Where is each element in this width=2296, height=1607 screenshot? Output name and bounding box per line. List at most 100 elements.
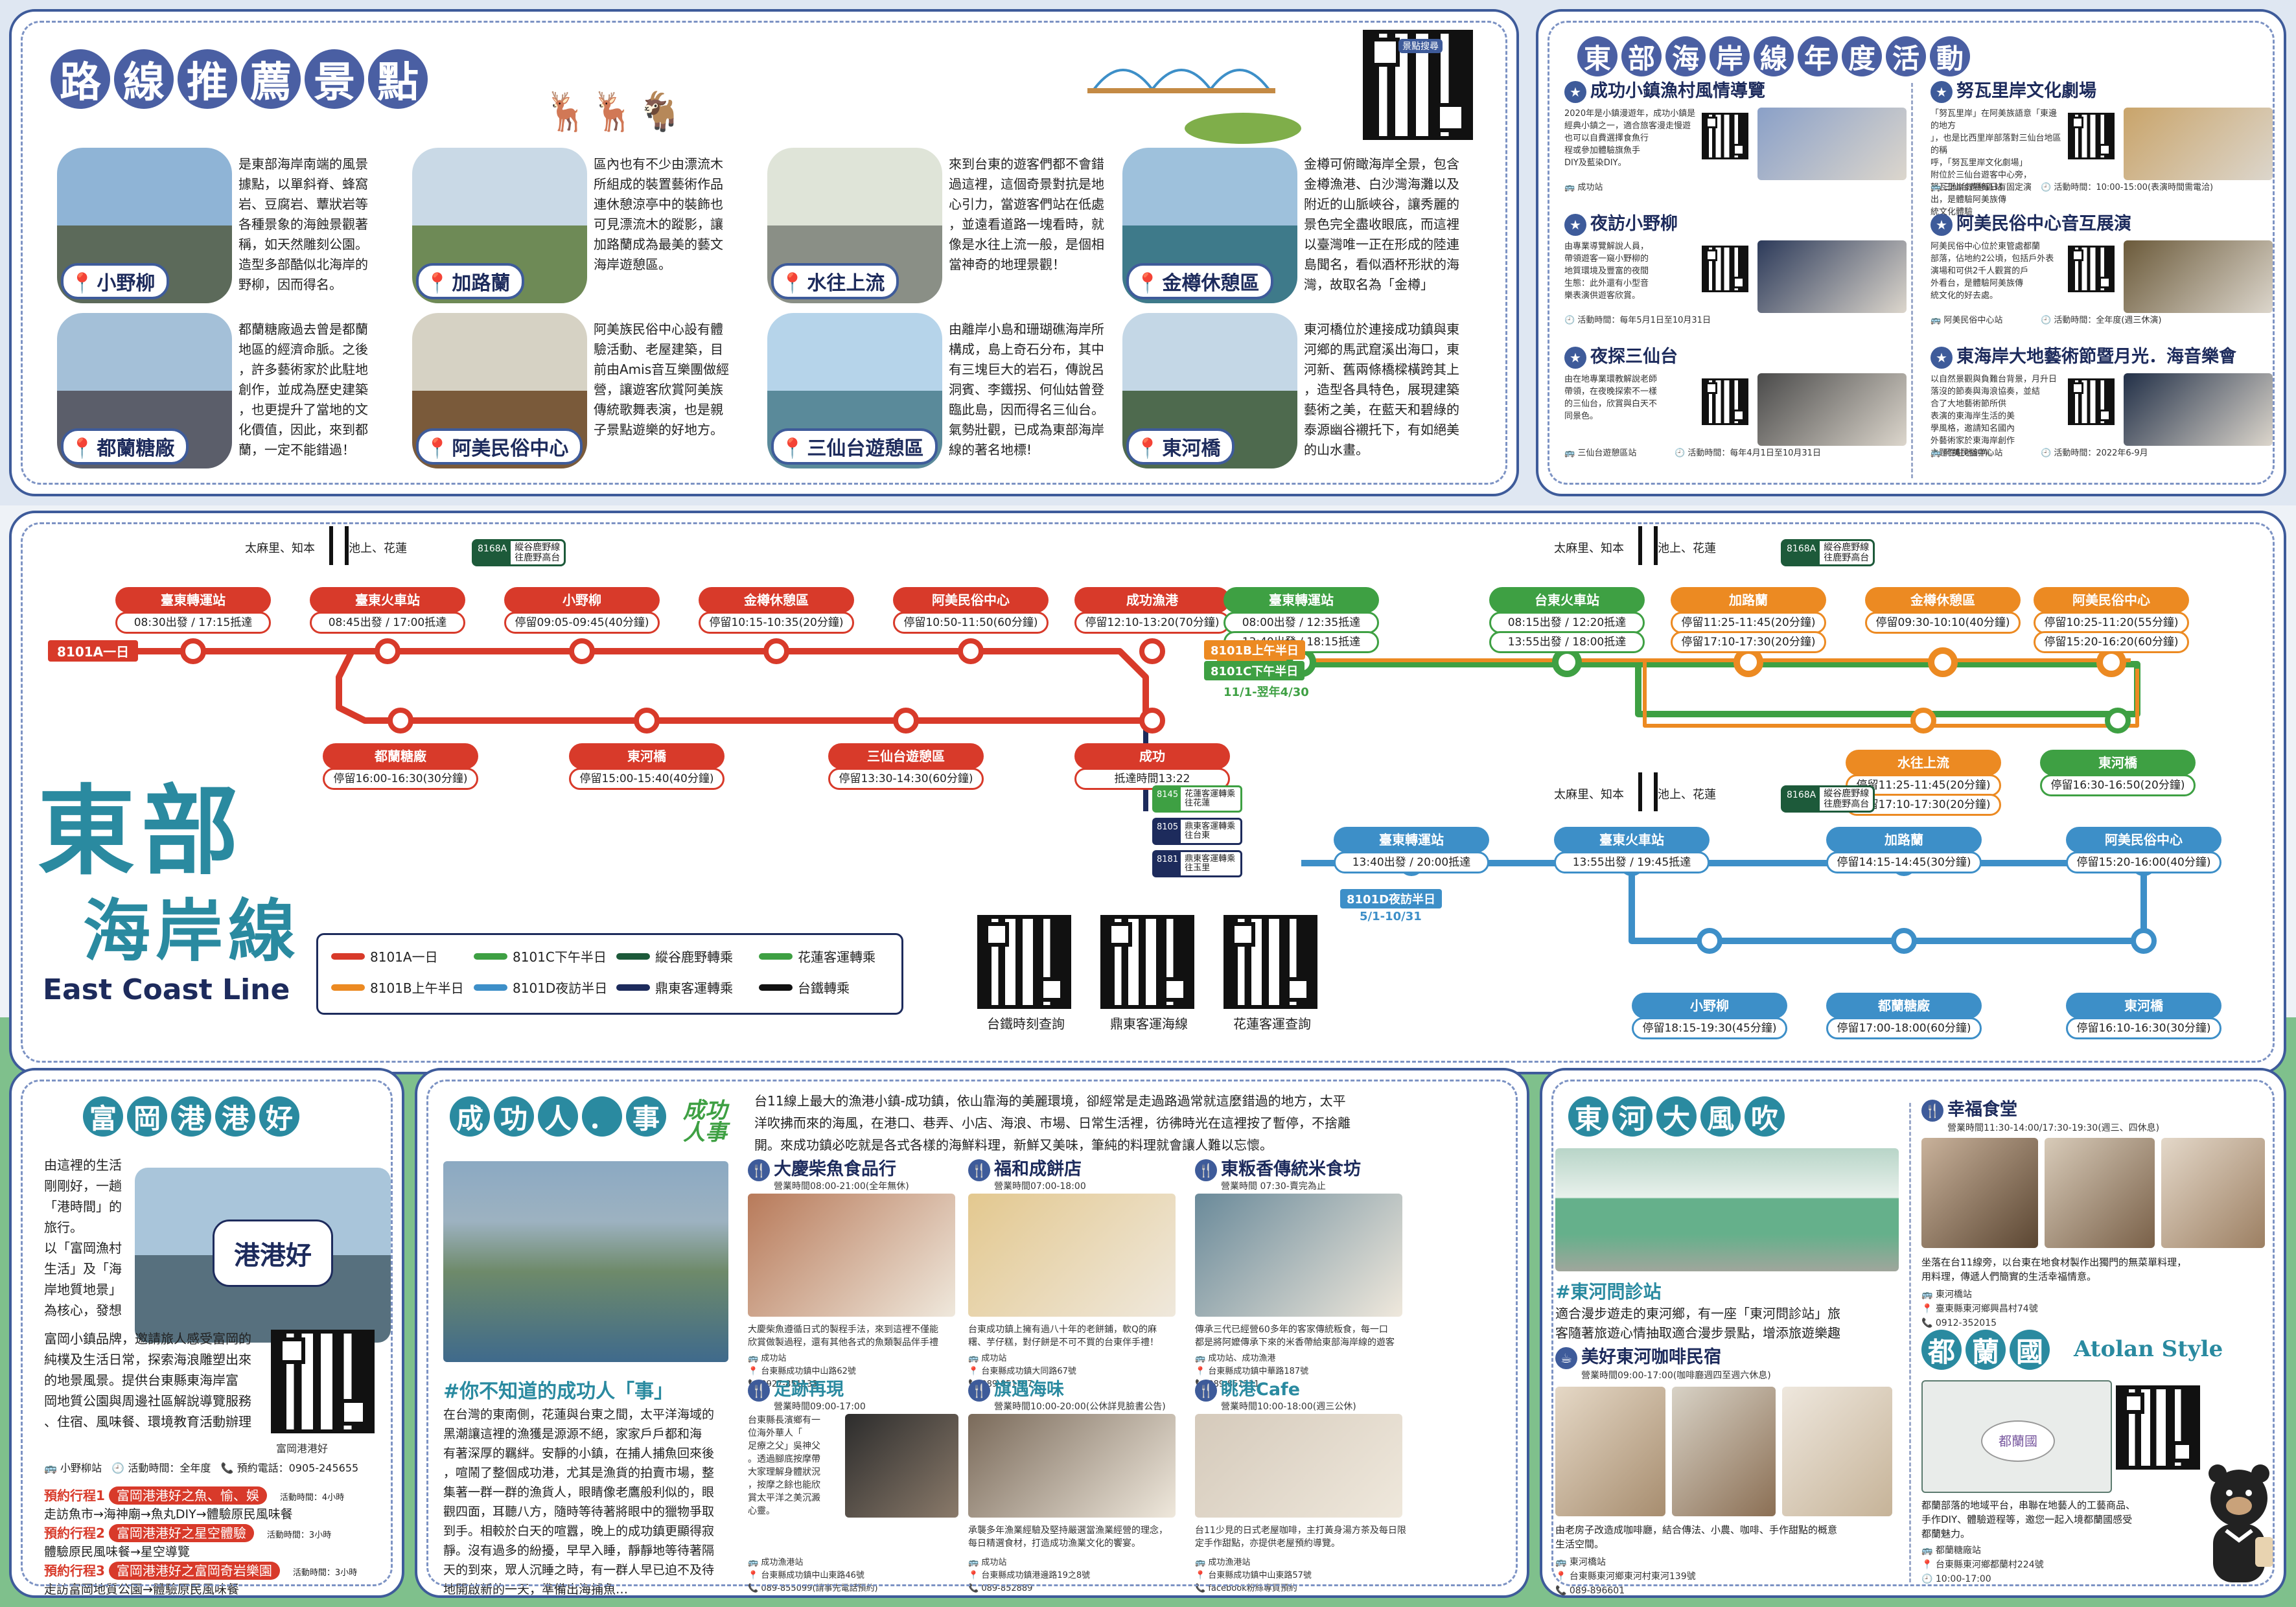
event-title[interactable]: ★夜訪小野柳 — [1564, 209, 1678, 236]
station-label[interactable]: 臺東轉運站 — [1223, 587, 1379, 613]
spot-photo[interactable]: 📍加路蘭 — [412, 148, 587, 303]
event-qr-code[interactable] — [1702, 113, 1748, 159]
station-label[interactable]: 小野柳 — [504, 587, 660, 613]
spot-name-tag[interactable]: 📍都蘭糖廠 — [61, 428, 189, 465]
spot-photo[interactable]: 📍東河橋 — [1122, 313, 1297, 468]
spots-qr-label: 景點搜尋 — [1398, 39, 1443, 53]
station-dot[interactable] — [569, 638, 595, 664]
station-label[interactable]: 阿美民俗中心 — [893, 587, 1049, 613]
spot-name-tag[interactable]: 📍金樽休憩區 — [1126, 263, 1274, 299]
station-label[interactable]: 金樽休憩區 — [699, 587, 854, 613]
station-dot[interactable] — [1891, 928, 1917, 954]
event-title[interactable]: ★東海岸大地藝術節暨月光．海音樂會 — [1931, 342, 2236, 369]
station-dot[interactable] — [375, 638, 400, 664]
station-label[interactable]: 阿美民俗中心 — [2034, 587, 2189, 613]
station-label[interactable]: 東河橋 — [2066, 993, 2221, 1019]
station-label[interactable]: 臺東火車站 — [310, 587, 465, 613]
station-label[interactable]: 水往上流 — [1846, 750, 2001, 776]
shop-title[interactable]: 🍴福和成餅店 — [968, 1155, 1082, 1181]
station-dot[interactable] — [2096, 647, 2126, 677]
station-dot[interactable] — [1697, 928, 1722, 954]
spot-photo[interactable]: 📍水往上流 — [767, 148, 942, 303]
station-dot[interactable] — [388, 708, 413, 734]
spot-photo[interactable]: 📍金樽休憩區 — [1122, 148, 1297, 303]
station-label[interactable]: 都蘭糖廠 — [323, 743, 478, 769]
station-label[interactable]: 加路蘭 — [1671, 587, 1826, 613]
station-dot[interactable] — [180, 638, 206, 664]
spot-name-tag[interactable]: 📍水往上流 — [771, 263, 899, 299]
spot-photo[interactable]: 📍阿美民俗中心 — [412, 313, 587, 468]
station-dot[interactable] — [634, 708, 660, 734]
atolan-qr-code[interactable] — [2116, 1385, 2200, 1470]
shop-title[interactable]: 🍴旗遇海味 — [968, 1375, 1064, 1402]
station-dot[interactable] — [1928, 647, 1958, 677]
station-label[interactable]: 三仙台遊憩區 — [828, 743, 984, 769]
station-dot[interactable] — [1910, 708, 1936, 734]
legend-swatch-icon — [616, 984, 650, 991]
spot-name-tag[interactable]: 📍加路蘭 — [416, 263, 525, 299]
station-label[interactable]: 臺東火車站 — [1554, 827, 1710, 853]
spot-name-tag[interactable]: 📍三仙台遊憩區 — [771, 428, 938, 465]
spot-photo[interactable]: 📍小野柳 — [57, 148, 232, 303]
transit-qr-code[interactable] — [1223, 915, 1317, 1009]
spot-name-tag[interactable]: 📍東河橋 — [1126, 428, 1235, 465]
station-label[interactable]: 金樽休憩區 — [1865, 587, 2021, 613]
event-title[interactable]: ★努瓦里岸文化劇場 — [1931, 76, 2096, 103]
spot-name-tag[interactable]: 📍小野柳 — [61, 263, 170, 299]
event-title[interactable]: ★夜探三仙台 — [1564, 342, 1678, 369]
event-title[interactable]: ★成功小鎮漁村風情導覽 — [1564, 76, 1765, 103]
station-dot[interactable] — [2131, 928, 2157, 954]
station-label[interactable]: 東河橋 — [2040, 750, 2196, 776]
event-qr-code[interactable] — [2068, 378, 2115, 425]
station-label[interactable]: 台東火車站 — [1489, 587, 1645, 613]
event-photo — [2124, 373, 2273, 446]
station-label[interactable]: 都蘭糖廠 — [1826, 993, 1982, 1019]
station-dot[interactable] — [1139, 708, 1165, 734]
station-label[interactable]: 小野柳 — [1632, 993, 1787, 1019]
title-char: 大 — [1656, 1096, 1697, 1137]
station-dot[interactable] — [893, 708, 919, 734]
spot-photo[interactable]: 📍三仙台遊憩區 — [767, 313, 942, 468]
event-qr-code[interactable] — [1702, 246, 1748, 292]
direction-right: 池上、花蓮 — [1658, 788, 1716, 802]
station-dot[interactable] — [1552, 647, 1582, 677]
event-qr-code[interactable] — [1702, 378, 1748, 425]
station-label[interactable]: 東河橋 — [569, 743, 725, 769]
station-dot[interactable] — [1734, 647, 1763, 677]
station-dot[interactable] — [2105, 708, 2131, 734]
spot-name-tag[interactable]: 📍阿美民俗中心 — [416, 428, 583, 465]
station-dot[interactable] — [958, 638, 984, 664]
event-qr-code[interactable] — [2068, 113, 2115, 159]
shop-title[interactable]: 🍴東粄香傳統米食坊 — [1195, 1155, 1361, 1181]
shop-title[interactable]: 🍴大慶柴魚食品行 — [748, 1155, 896, 1181]
event-qr-code[interactable] — [2068, 246, 2115, 292]
transit-qr-code[interactable] — [1100, 915, 1194, 1009]
station-dot[interactable] — [1139, 638, 1165, 664]
station-label[interactable]: 成功 — [1074, 743, 1230, 769]
station-label[interactable]: 成功漁港 — [1074, 587, 1230, 613]
donghe-cafe-title[interactable]: ☕美好東河咖啡民宿 — [1555, 1343, 1721, 1369]
station-label[interactable]: 阿美民俗中心 — [2066, 827, 2221, 853]
station-label[interactable]: 加路蘭 — [1826, 827, 1982, 853]
shop-title[interactable]: 🍴足跡再現 — [748, 1375, 844, 1402]
shop-title[interactable]: 🍴眺港Cafe — [1195, 1375, 1300, 1402]
xingfu-photo-3 — [2161, 1138, 2265, 1248]
station-dot[interactable] — [763, 638, 789, 664]
station-label[interactable]: 臺東轉運站 — [115, 587, 271, 613]
event-title[interactable]: ★阿美民俗中心音互展演 — [1931, 209, 2131, 236]
station-label[interactable]: 臺東轉運站 — [1334, 827, 1489, 853]
xingfu-title[interactable]: 🍴幸福食堂 — [1921, 1095, 2017, 1122]
fugang-qr-code[interactable] — [271, 1330, 375, 1433]
transit-qr-code[interactable] — [977, 915, 1071, 1009]
spot-photo[interactable]: 📍都蘭糖廠 — [57, 313, 232, 468]
event-station: 🚌 成功站 — [1564, 183, 1603, 192]
